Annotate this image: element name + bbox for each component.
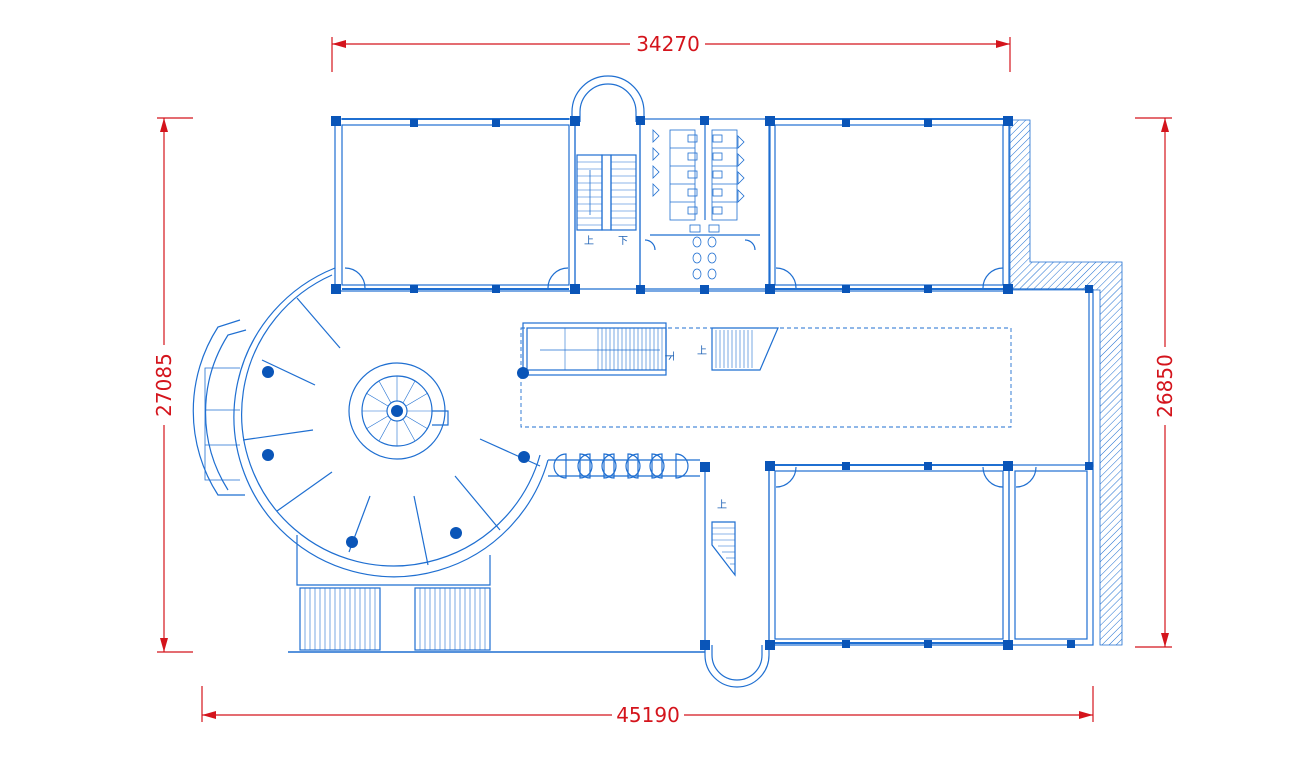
dimension-top — [331, 37, 1011, 72]
circular-hall — [192, 267, 705, 653]
room-top-right — [768, 118, 1010, 292]
dimension-bottom — [201, 686, 1094, 722]
corridor — [520, 288, 1094, 467]
stair-label-down-center: 下 — [663, 351, 674, 361]
dimension-right — [1135, 117, 1172, 648]
dimension-left-value: 27085 — [152, 353, 176, 417]
dimension-right-value: 26850 — [1153, 354, 1177, 418]
dimension-bottom-value: 45190 — [616, 703, 680, 727]
stair-tower-top — [571, 75, 645, 290]
room-top-left — [334, 118, 576, 292]
room-bottom-far-right — [1008, 464, 1094, 646]
curved-niches — [548, 453, 700, 479]
structural-columns — [262, 116, 1093, 650]
dimension-top-value: 34270 — [636, 32, 700, 56]
stair-label-up-bottom: 上 — [717, 499, 727, 511]
stair-tower-bottom — [704, 467, 770, 688]
room-bottom-right — [768, 464, 1010, 646]
dimension-left — [157, 117, 193, 653]
toilet-block — [639, 118, 771, 292]
hatched-retaining-wall — [1009, 119, 1123, 646]
central-stair — [522, 322, 779, 376]
stair-label-up-center: 上 — [697, 345, 707, 357]
stair-label-up-top: 上 — [584, 235, 594, 247]
stair-label-down-top: 下 — [618, 236, 628, 247]
